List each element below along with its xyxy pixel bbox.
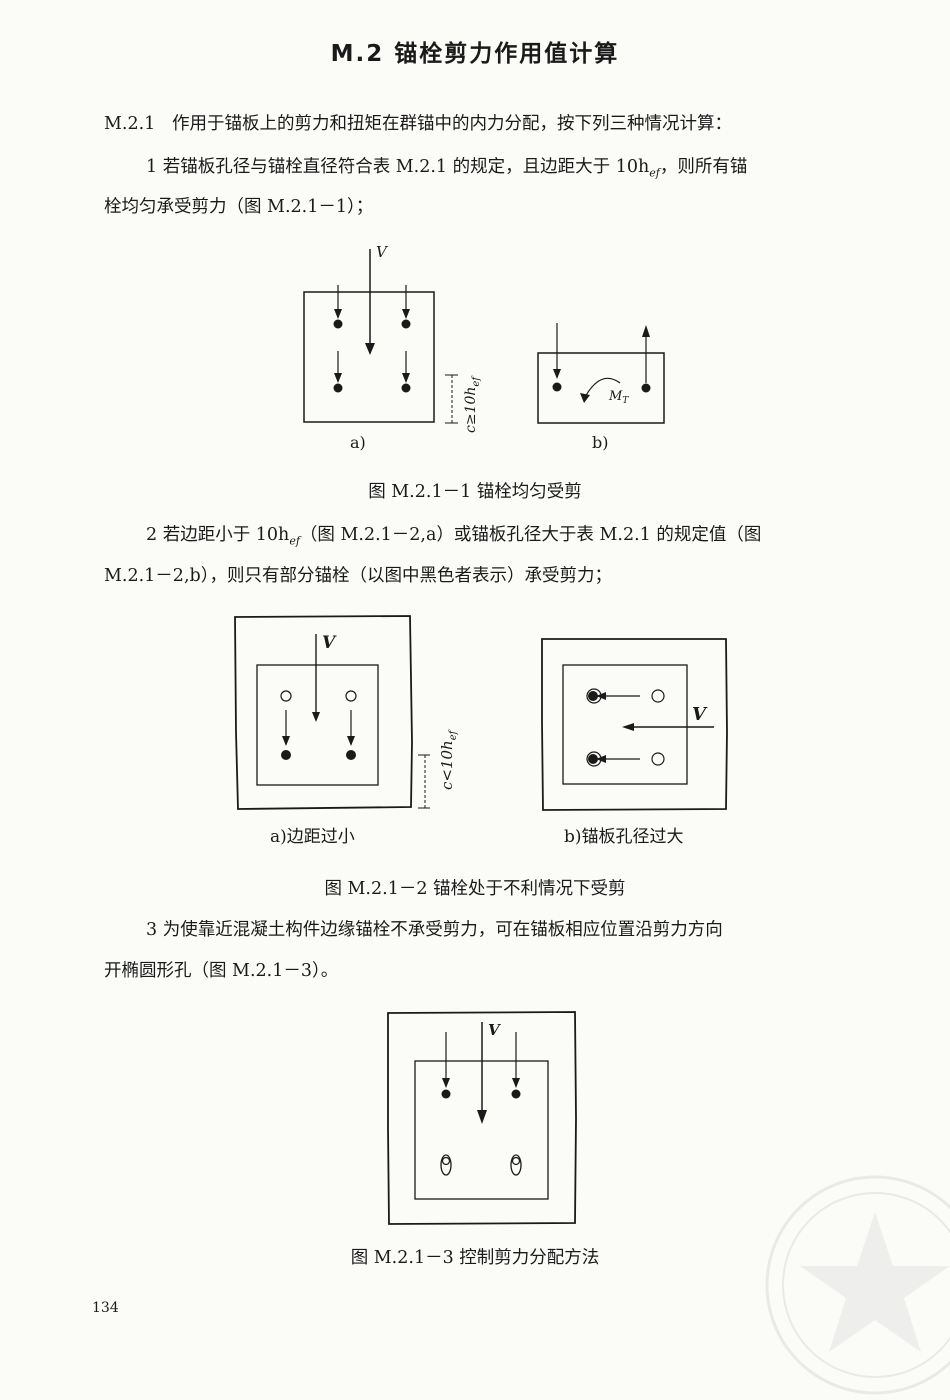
anchor-plate-a [256, 664, 379, 786]
concrete-member-a [234, 615, 413, 810]
clause-text: 作用于锚板上的剪力和扭矩在群锚中的内力分配，按下列三种情况计算： [172, 114, 733, 134]
subfigure-label-b: b)锚板孔径过大 [564, 827, 684, 847]
clause-paragraph: M.2.1 作用于锚板上的剪力和扭矩在群锚中的内力分配，按下列三种情况计算： [104, 114, 732, 134]
edge-distance-label: c<10hef [438, 728, 459, 790]
item1-line1: 1 若锚板孔径与锚栓直径符合表 M.2.1 的规定，且边距大于 10hef，则所… [146, 157, 748, 180]
arrow-head-icon [365, 343, 375, 355]
figure-m212: V c<10hef a)边距过小 V b)锚板孔径过大 [234, 615, 728, 847]
anchor-bolt [333, 319, 343, 329]
slotted-hole [440, 1154, 452, 1176]
figure-m213: V [387, 1011, 577, 1225]
figure3-caption: 图 M.2.1－3 控制剪力分配方法 [350, 1248, 600, 1268]
item3-line2: 开椭圆形孔（图 M.2.1－3）。 [104, 961, 339, 981]
stamp-watermark-icon [765, 1175, 950, 1395]
clause-number: M.2.1 [104, 114, 156, 134]
subfigure-label-a: a) [350, 433, 366, 452]
item3-line1: 3 为使靠近混凝土构件边缘锚栓不承受剪力，可在锚板相应位置沿剪力方向 [146, 920, 723, 940]
figure-m211: V c≥10hef a) MT b) [303, 243, 665, 452]
force-label-v: V [376, 243, 389, 261]
force-label-v: V [488, 1021, 501, 1039]
anchor-plate-b [562, 664, 688, 785]
h-ef-subscript: ef [289, 534, 300, 548]
oversized-hole [586, 751, 602, 767]
anchor-bolt-unloaded [280, 690, 292, 702]
h-ef-subscript: ef [649, 166, 660, 180]
anchor-bolt-in-slot [441, 1156, 451, 1166]
item2-line2: M.2.1－2,b），则只有部分锚栓（以图中黑色者表示）承受剪力； [104, 566, 612, 586]
arrow-head-icon [622, 723, 634, 731]
force-label-v: V [322, 633, 337, 653]
anchor-bolt [641, 383, 651, 393]
anchor-bolt [333, 383, 343, 393]
anchor-plate-a [303, 291, 435, 423]
torque-label: MT [608, 389, 629, 406]
anchor-bolt [511, 1089, 521, 1099]
item1-line2: 栓均匀承受剪力（图 M.2.1－1）； [104, 197, 374, 217]
force-label-v: V [692, 704, 708, 725]
anchor-bolt-unloaded [651, 752, 665, 766]
anchor-bolt [346, 750, 356, 760]
subfigure-label-b: b) [592, 433, 608, 452]
figure1-caption: 图 M.2.1－1 锚栓均匀受剪 [368, 482, 582, 502]
item2-line1: 2 若边距小于 10hef（图 M.2.1－2,a）或锚板孔径大于表 M.2.1… [146, 525, 762, 548]
anchor-bolt-in-slot [511, 1156, 521, 1166]
anchor-bolt-unloaded [345, 690, 357, 702]
anchor-bolt [401, 319, 411, 329]
anchor-bolt [552, 382, 562, 392]
slotted-hole [510, 1154, 522, 1176]
arrow-head-icon [312, 712, 320, 722]
concrete-member-b [541, 638, 728, 811]
torque-arc [584, 377, 621, 398]
anchor-bolt [441, 1089, 451, 1099]
section-title: M.2 锚栓剪力作用值计算 [330, 41, 620, 67]
anchor-bolt [281, 750, 291, 760]
edge-distance-label: c≥10hef [463, 375, 482, 433]
anchor-bolt [588, 754, 598, 764]
anchor-plate-b [537, 352, 665, 424]
figure2-caption: 图 M.2.1－2 锚栓处于不利情况下受剪 [324, 879, 626, 899]
anchor-bolt [588, 691, 598, 701]
anchor-bolt-unloaded [651, 689, 665, 703]
arrow-head-icon [477, 1110, 487, 1124]
oversized-hole [586, 688, 602, 704]
subfigure-label-a: a)边距过小 [270, 827, 355, 847]
page-number: 134 [92, 1300, 119, 1316]
anchor-bolt [401, 383, 411, 393]
concrete-member [387, 1011, 577, 1225]
